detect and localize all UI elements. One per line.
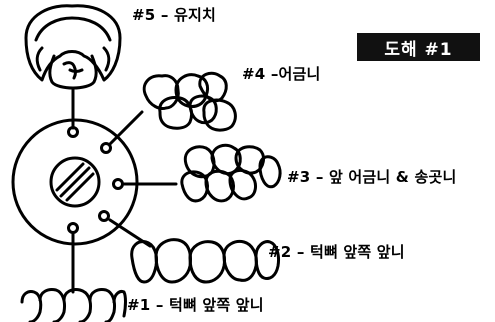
- label-3: #3 – 앞 어금니 & 송곳니: [287, 168, 457, 186]
- tooth-group-icon: [180, 143, 282, 203]
- label-4: #4 –어금니: [242, 65, 321, 83]
- tooth-group-icon: [130, 238, 280, 284]
- label-5: #5 – 유지치: [132, 6, 216, 24]
- retainer-icon: [24, 4, 122, 90]
- disc: [11, 118, 139, 246]
- tooth-group-icon: [142, 71, 237, 132]
- tooth-group-icon: [20, 288, 127, 322]
- label-1: #1 – 턱뼈 앞쪽 앞니: [127, 296, 264, 314]
- label-2: #2 – 턱뼈 앞쪽 앞니: [268, 243, 405, 261]
- title-badge: 도해 #1: [357, 33, 480, 61]
- screw-icon: [49, 156, 101, 208]
